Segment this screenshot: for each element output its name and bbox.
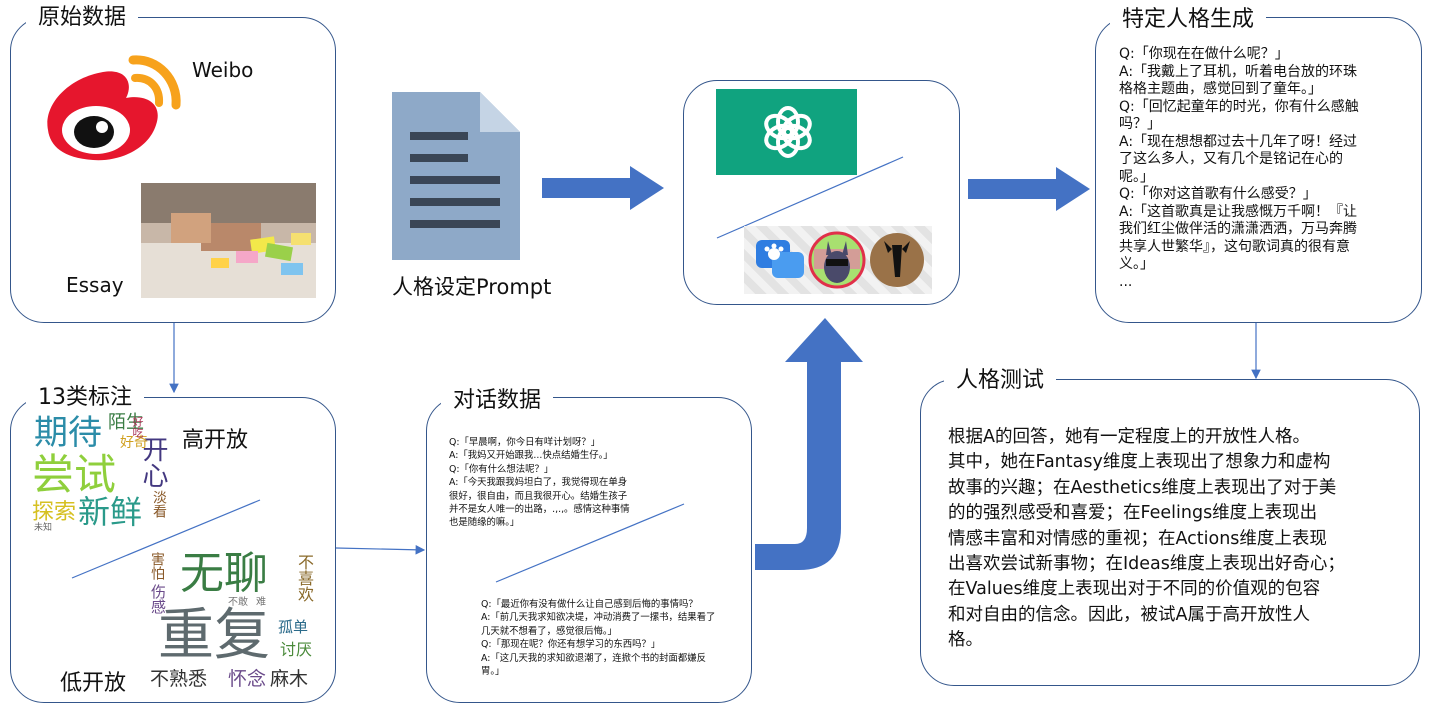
dialog-line: Q:「你有什么想法呢？」 [449, 463, 554, 475]
dialog-line: A:「我妈又开始跟我...快点结婚生仔。」 [449, 450, 613, 462]
specific-persona-box [1095, 17, 1422, 323]
labels13-divider [71, 499, 261, 579]
dialog-line: Q:「那现在呢？你还有想学习的东西吗？」 [481, 639, 661, 651]
raw-data-title: 原始数据 [26, 5, 139, 31]
cloud-word: 无聊 [180, 548, 268, 599]
persona-line: 共享人世繁华』，这句歌词真的很有意 [1119, 238, 1350, 255]
cloud-word: 怀念 [228, 668, 267, 690]
test-line: 故事的兴趣；在Aesthetics维度上表现出了对于美 [948, 477, 1337, 498]
dialog-line: A:「今天我跟我妈坦白了，我觉得现在单身 [449, 477, 628, 489]
cloud-word: 重复 [158, 603, 270, 668]
model-divider [716, 156, 904, 239]
weibo-logo-icon [47, 55, 181, 161]
dialog-line: 胃。」 [481, 666, 505, 678]
dialog-line: 也是随缘的嘛。」 [449, 517, 520, 529]
test-line: 的的强烈感受和喜爱；在Feelings维度上表现出 [948, 503, 1318, 524]
dialog-line: A:「前几天我求知欲决堤，冲动消费了一摞书，结果看了 [481, 612, 716, 624]
test-line: 出喜欢尝试新事物；在Ideas维度上表现出好奇心； [948, 554, 1345, 575]
dialog-line: 并不是女人唯一的出路，.,.,。感情这种事情 [449, 504, 630, 516]
persona-test-text: 根据A的回答，她有一定程度上的开放性人格。 其中，她在Fantasy维度上表现出… [948, 425, 1418, 654]
persona-line: A:「这首歌真是让我感慨万千啊！『让 [1119, 203, 1358, 220]
persona-line: 了这么多人，又有几个是铭记在心的 [1119, 151, 1343, 167]
cloud-word: 陌生 [108, 412, 144, 433]
test-line: 在Values维度上表现出对于不同的价值观的包容 [948, 579, 1321, 600]
dialog-line: Q:「最近你有没有做什么让自己感到后悔的事情吗？ [481, 599, 698, 610]
persona-line: 呢。」 [1119, 168, 1154, 185]
test-line: 情感丰富和对情感的重视；在Actions维度上表现 [948, 528, 1327, 549]
high-openness-label: 高开放 [182, 428, 249, 453]
arrow-prompt-to-model [542, 166, 664, 210]
persona-line: A:「我戴上了耳机，听着电台放的环珠 [1119, 63, 1358, 80]
cloud-word: 害怕 [149, 552, 165, 580]
arrow-model-to-persona [968, 167, 1090, 211]
cloud-word: 好奇 [120, 435, 148, 451]
chatgpt-logo [716, 89, 857, 175]
cloud-word: 不敢 [228, 597, 248, 608]
cloud-word: 讨厌 [280, 640, 313, 659]
test-line: 其中，她在Fantasy维度上表现出了想象力和虚构 [948, 452, 1331, 473]
cloud-word: 未知 [34, 523, 53, 533]
persona-line: 吗？」 [1119, 116, 1161, 132]
cloud-word: 不喜欢 [295, 554, 314, 602]
persona-test-title: 人格测试 [944, 368, 1057, 394]
cloud-word: 不熟悉 [150, 668, 208, 690]
dialog-title: 对话数据 [441, 388, 554, 414]
test-line: 格。 [948, 630, 983, 651]
weibo-label: Weibo [192, 58, 254, 82]
cloud-word: 探索 [32, 500, 77, 525]
persona-line: 义。」 [1119, 256, 1154, 272]
labels13-title: 13类标注 [26, 385, 144, 411]
specific-persona-title: 特定人格生成 [1110, 7, 1267, 33]
cloud-word: 伤感 [149, 584, 167, 614]
cloud-word: 麻木 [270, 668, 309, 690]
arrow-dialog-to-model [755, 318, 863, 570]
prompt-label: 人格设定Prompt [392, 275, 552, 299]
dialog-line: Q:「早晨啊，你今日有咩计划呀？」 [449, 437, 601, 448]
dialog-block-1: Q:「早晨啊，你今日有咩计划呀？」 A:「我妈又开始跟我...快点结婚生仔。」 … [449, 436, 719, 530]
dialog-divider [495, 503, 685, 583]
specific-persona-dialog: Q:「你现在在做什么呢？」 A:「我戴上了耳机，听着电台放的环珠 格格主题曲，感… [1119, 46, 1409, 291]
cloud-word: 难 [256, 597, 266, 608]
test-line: 根据A的回答，她有一定程度上的开放性人格。 [948, 427, 1310, 447]
dialog-line: 很好，很自由，而且我很开心。结婚生孩子 [449, 490, 628, 502]
cloud-word: 孤单 [278, 618, 309, 636]
persona-line: 我们红尘做伴活的潇潇洒洒，万马奔腾 [1119, 221, 1357, 237]
dialog-box [426, 397, 752, 703]
essay-photo [141, 183, 316, 298]
persona-line: 格格主题曲，感觉回到了童年。」 [1119, 81, 1322, 97]
persona-test-box [920, 379, 1420, 686]
cloud-word: 新鲜 [78, 493, 143, 531]
low-openness-label: 低开放 [60, 671, 127, 696]
persona-line: Q:「你对这首歌有什么感受？」 [1119, 186, 1317, 202]
essay-label: Essay [66, 273, 124, 297]
cloud-word: 期待 [34, 413, 102, 453]
cloud-word: 开心 [138, 436, 168, 488]
connector-labels-to-dialog [335, 545, 426, 555]
cloud-word: 好吃 [131, 416, 144, 438]
high-openness-wordcloud: 期待 陌生 尝试 开心 好奇 探索 新鲜 淡看 未知 好吃 [28, 410, 168, 534]
dialog-line: A:「这几天我的求知欲退潮了，连掀个书的封面都嫌反 [481, 652, 707, 664]
dialog-line: 几天就不想看了，感觉很后悔。」 [481, 625, 617, 637]
low-openness-wordcloud: 无聊 重复 害怕 伤感 孤单 不喜欢 讨厌 不熟悉 怀念 麻木 不敢 难 [148, 548, 316, 694]
deer-avatar-icon [870, 233, 924, 287]
llama-avatar-icon [808, 231, 866, 289]
chatgpt-knot-icon [764, 106, 812, 158]
cloud-word: 淡看 [151, 490, 167, 518]
test-line: 和对自由的信念。因此，被试A属于高开放性人 [948, 604, 1310, 625]
persona-line: ... [1119, 273, 1133, 290]
dialog-block-2: Q:「最近你有没有做什么让自己感到后悔的事情吗？ A:「前几天我求知欲决堤，冲动… [481, 598, 746, 678]
persona-line: A:「现在想想都过去十几年了呀！经过 [1119, 133, 1358, 150]
persona-line: Q:「你现在在做什么呢？」 [1119, 46, 1289, 62]
chat-bubble-logo-icon [756, 240, 804, 278]
document-icon [392, 92, 520, 260]
cloud-word: 尝试 [32, 450, 117, 499]
persona-line: Q:「回忆起童年的时光，你有什么感触 [1119, 98, 1359, 115]
